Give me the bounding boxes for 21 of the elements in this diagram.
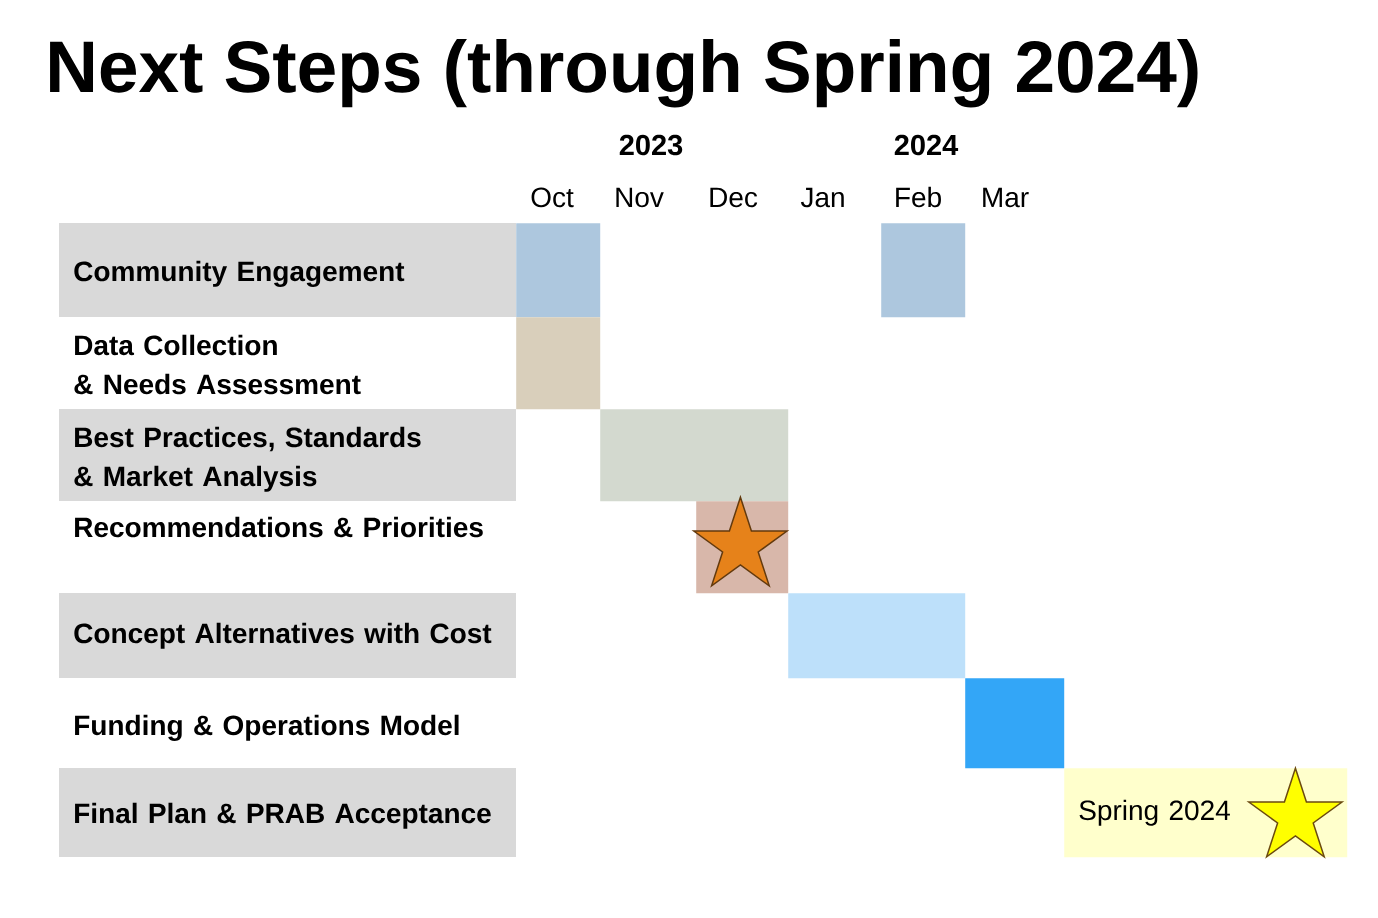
month-label: Mar: [983, 187, 1029, 208]
row-label-band: Final Plan & PRAB Acceptance: [59, 768, 516, 857]
timeline-bar: [965, 678, 1065, 769]
row-label-band: Community Engagement: [59, 223, 516, 317]
timeline-bar: [881, 223, 966, 318]
title: Next Steps (through Spring 2024): [50, 39, 1198, 108]
year-label: 2023: [619, 134, 683, 156]
month-label: Nov: [616, 187, 664, 208]
month-label: Dec: [710, 187, 758, 208]
timeline-bar: [516, 223, 601, 318]
row-label-band: Best Practices, Standards & Market Analysis: [59, 409, 516, 501]
row-label: Funding & Operations Model: [75, 714, 459, 741]
row-label-band: Concept Alternatives with Cost: [59, 593, 516, 678]
timeline-bar: [516, 317, 601, 410]
timeline-bar: [788, 593, 966, 679]
month-label: Oct: [531, 187, 574, 208]
row-label: Data Collection & Needs Assessment: [74, 334, 361, 395]
timeline-bar: [600, 409, 789, 502]
year-label: 2024: [894, 134, 959, 156]
month-label: Jan: [800, 187, 844, 208]
row-label: Recommendations & Priorities: [75, 516, 483, 538]
